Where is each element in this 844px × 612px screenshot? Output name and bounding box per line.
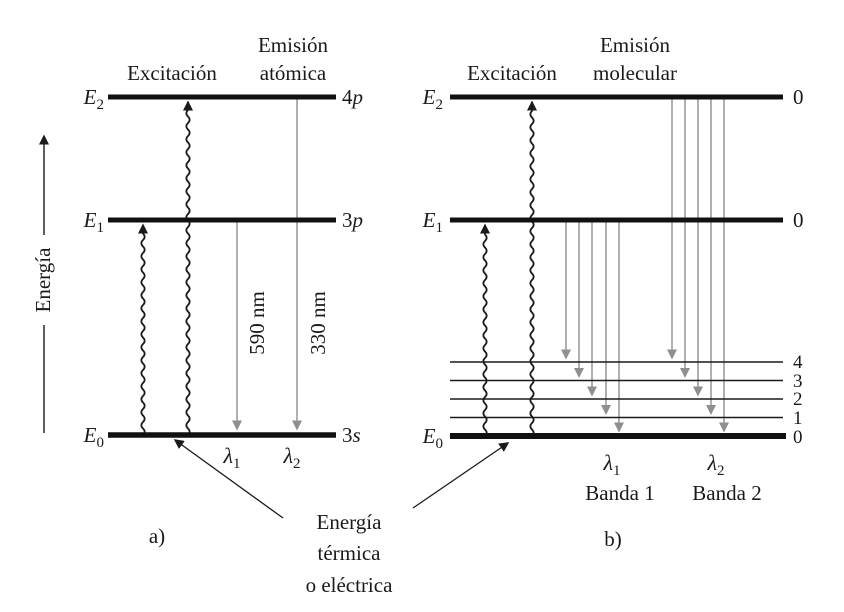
thermal-label-line1: Energía: [317, 510, 383, 534]
label-zero-e2-b: 0: [793, 85, 804, 109]
label-orbital-4p: 4p: [342, 85, 363, 109]
excitation-wavy-arrow-e0-e2-a: [183, 100, 193, 436]
excitation-wavy-arrow-e0-e1-b: [480, 223, 490, 437]
label-zero-e1-b: 0: [793, 208, 804, 232]
thermal-arrow-to-panel-b: [412, 442, 510, 509]
thermal-label-line3: o eléctrica: [306, 573, 394, 597]
label-orbital-3s: 3s: [342, 423, 361, 447]
emission-label-line1-a: Emisión: [258, 33, 329, 57]
thermal-label-line2: térmica: [318, 541, 382, 565]
caption-b: b): [604, 527, 622, 551]
energy-axis-label: Energía: [31, 247, 55, 313]
wavelength-330nm-label: 330 nm: [306, 291, 330, 355]
excitation-label-a: Excitación: [127, 61, 217, 85]
vib-label-4: 4: [793, 352, 803, 373]
wavelength-590nm-label: 590 nm: [245, 291, 269, 355]
lambda1-label-b: λ1: [602, 450, 620, 479]
label-e2-a: E2: [83, 85, 104, 113]
lambda2-label-a: λ2: [282, 443, 300, 472]
caption-a: a): [149, 524, 165, 548]
vib-label-3: 3: [793, 371, 803, 392]
excitation-wavy-arrow-e0-e1-a: [138, 223, 148, 436]
label-e2-b: E2: [422, 85, 443, 113]
band2-label: Banda 2: [692, 481, 761, 505]
label-e0-a: E0: [83, 423, 104, 451]
vib-label-0: 0: [793, 427, 803, 448]
lambda2-label-b: λ2: [706, 450, 724, 479]
emission-label-line1-b: Emisión: [600, 33, 671, 57]
excitation-label-b: Excitación: [467, 61, 557, 85]
label-e1-a: E1: [83, 208, 104, 236]
emission-label-line2-a: atómica: [260, 61, 327, 85]
excitation-wavy-arrow-e0-e2-b: [527, 100, 537, 437]
lambda1-label-a: λ1: [222, 443, 240, 472]
vib-label-1: 1: [793, 408, 803, 429]
label-e1-b: E1: [422, 208, 443, 236]
band1-label: Banda 1: [585, 481, 654, 505]
thermal-arrow-to-panel-a: [173, 439, 284, 519]
label-orbital-3p: 3p: [342, 208, 363, 232]
label-e0-b: E0: [422, 424, 443, 452]
emission-label-line2-b: molecular: [593, 61, 677, 85]
vib-label-2: 2: [793, 389, 803, 410]
